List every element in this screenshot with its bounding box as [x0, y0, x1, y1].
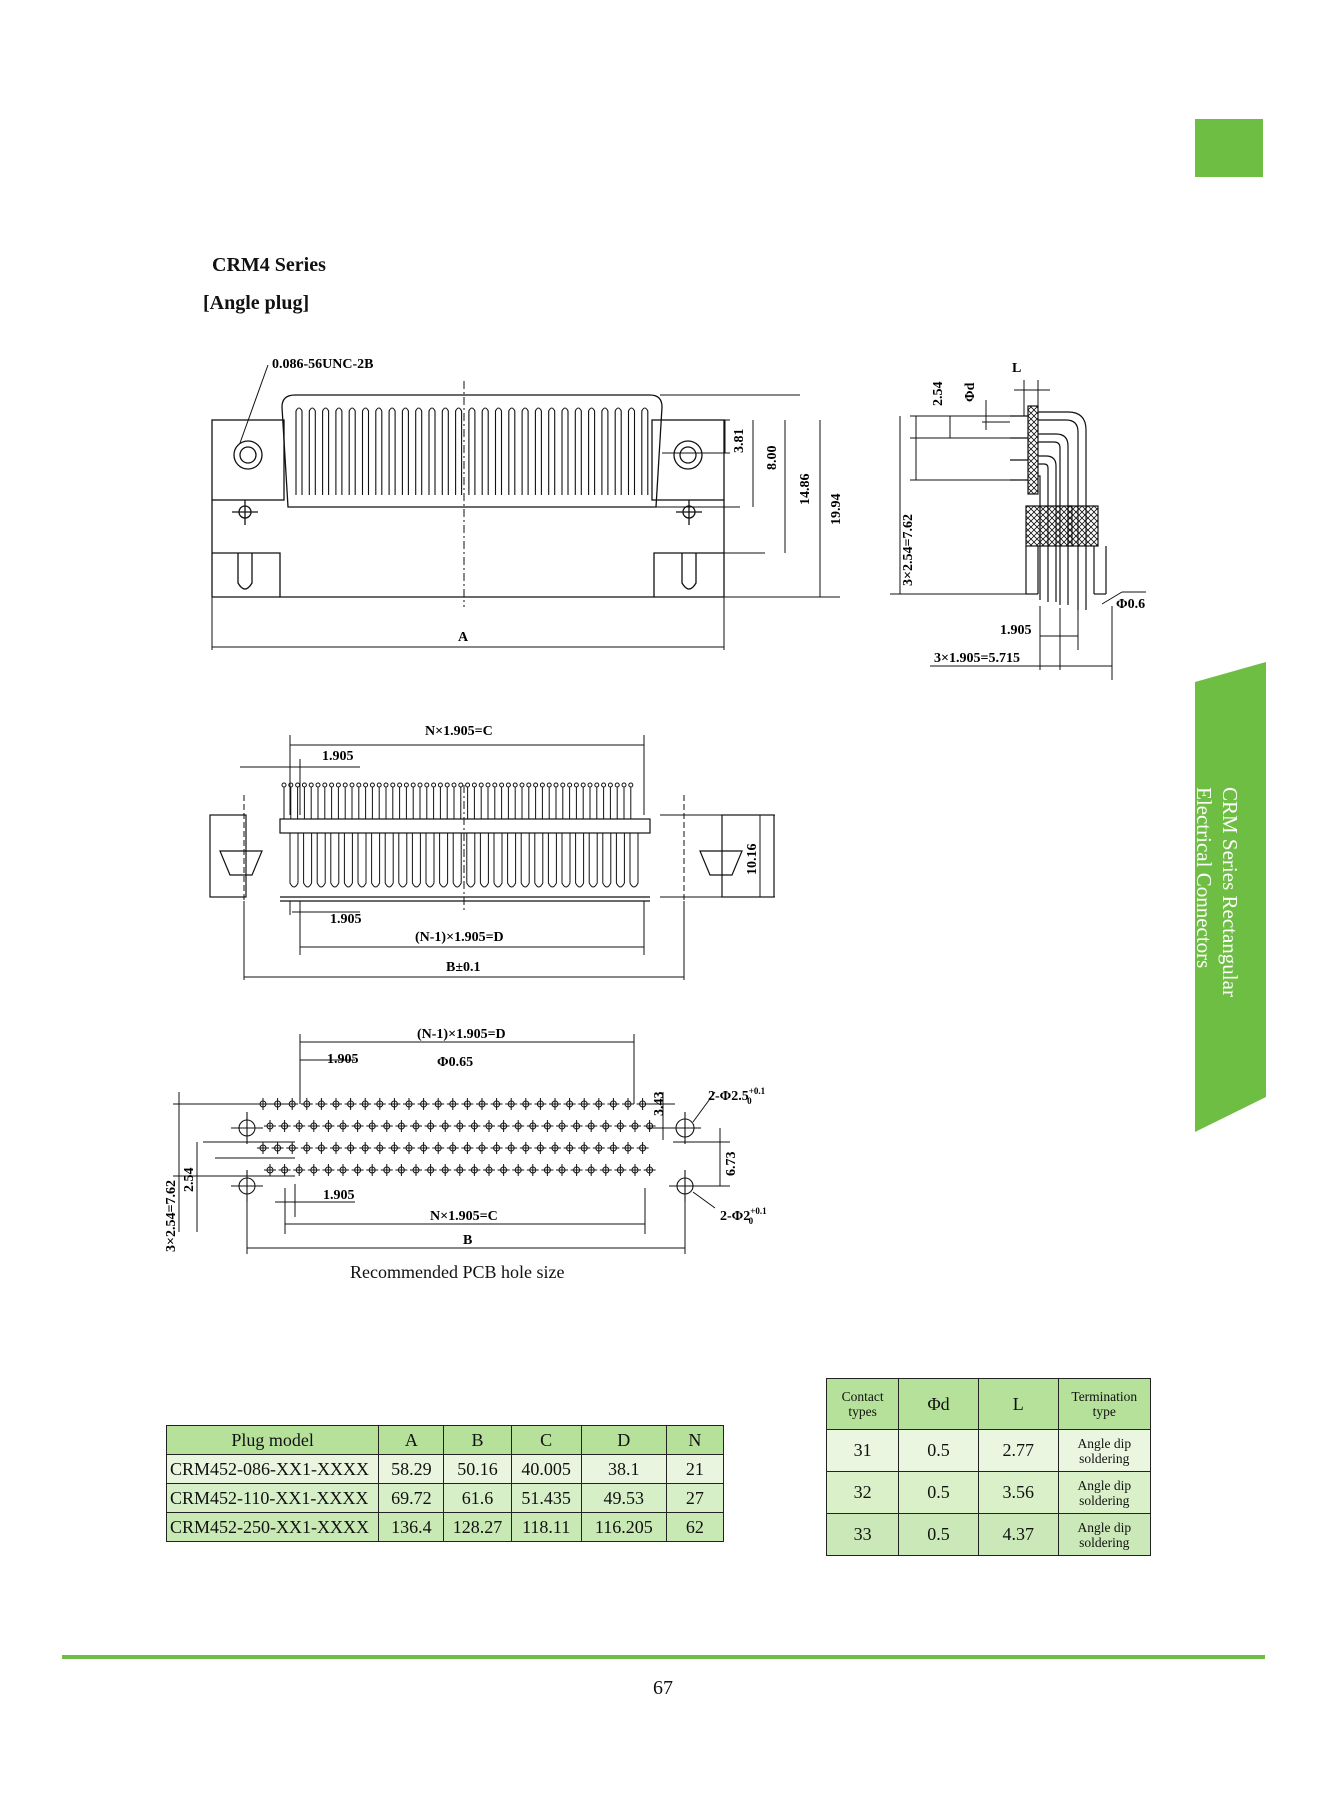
dim-1486: 14.86 — [798, 474, 813, 506]
table-cell: 49.53 — [580, 1483, 667, 1513]
table-header: B — [443, 1425, 512, 1455]
table-cell: 3.56 — [977, 1471, 1059, 1514]
side-dim-1905: 1.905 — [1000, 623, 1032, 638]
table-cell: 21 — [665, 1454, 725, 1484]
table-cell: Angle dip soldering — [1057, 1429, 1152, 1472]
table-cell: 38.1 — [580, 1454, 667, 1484]
table-cell: 51.435 — [510, 1483, 582, 1513]
side-band — [1195, 662, 1266, 1132]
table-row: CRM452-250-XX1-XXXX 136.4 128.27 118.11 … — [165, 1512, 725, 1542]
table-cell: 2.77 — [977, 1429, 1059, 1472]
table-header: A — [378, 1425, 445, 1455]
dim-800: 8.00 — [765, 446, 780, 471]
bottom-dim-b: B±0.1 — [446, 960, 481, 975]
table-header: Φd — [898, 1378, 979, 1430]
table-header-row: Contact types Φd L Termination type — [825, 1378, 1152, 1430]
side-view-drawing: 2.54 Φd L 3×2.54=7.62 Φ0.6 1.905 3×1.905… — [890, 361, 1146, 680]
table-cell: 69.72 — [378, 1483, 445, 1513]
side-dim-l: L — [1012, 361, 1021, 376]
table-cell: Angle dip soldering — [1057, 1513, 1152, 1556]
side-band-line2: Electrical Connectors — [1192, 787, 1216, 969]
table-cell: CRM452-110-XX1-XXXX — [165, 1483, 380, 1513]
bottom-view-drawing: N×1.905=C 1.905 10.16 1.905 (N-1)×1.905=… — [209, 724, 775, 980]
table-cell: 27 — [665, 1483, 725, 1513]
table-cell: 32 — [825, 1471, 900, 1514]
side-dim-5715: 3×1.905=5.715 — [934, 651, 1020, 666]
dim-381: 3.81 — [732, 429, 747, 454]
bottom-dim-1905-bottom: 1.905 — [330, 912, 362, 927]
table-cell: 0.5 — [898, 1513, 979, 1556]
pcb-dim-254: 2.54 — [182, 1168, 197, 1193]
plug-model-table: Plug model A B C D N CRM452-086-XX1-XXXX… — [165, 1425, 725, 1542]
side-band-line1: CRM Series Rectangular — [1218, 787, 1242, 997]
table-header: L — [977, 1378, 1059, 1430]
pcb-caption: Recommended PCB hole size — [350, 1262, 565, 1282]
table-header: Contact types — [825, 1378, 900, 1430]
pcb-dim-phi065: Φ0.65 — [437, 1055, 473, 1070]
pcb-dim-b: B — [463, 1233, 472, 1248]
side-dim-254: 2.54 — [931, 382, 946, 407]
table-cell: 40.005 — [510, 1454, 582, 1484]
table-row: 33 0.5 4.37 Angle dip soldering — [825, 1513, 1152, 1556]
table-header: Plug model — [165, 1425, 380, 1455]
dim-a: A — [458, 630, 469, 645]
table-cell: 118.11 — [510, 1512, 582, 1542]
contact-type-table: Contact types Φd L Termination type 31 0… — [825, 1378, 1152, 1556]
side-dim-762: 3×2.54=7.62 — [901, 514, 916, 586]
table-cell: 128.27 — [443, 1512, 512, 1542]
pcb-dim-343: 3.43 — [652, 1092, 667, 1117]
series-title: CRM4 Series — [212, 254, 326, 276]
bottom-dim-1016: 10.16 — [745, 844, 760, 876]
corner-tab — [1195, 119, 1263, 177]
pcb-dim-762: 3×2.54=7.62 — [164, 1180, 179, 1252]
pcb-dim-d: (N-1)×1.905=D — [417, 1027, 506, 1042]
table-cell: 61.6 — [443, 1483, 512, 1513]
table-header-row: Plug model A B C D N — [165, 1425, 725, 1455]
front-view-drawing: 0.086-56UNC-2B A 3.81 8.00 14.86 19.94 — [211, 357, 844, 650]
table-cell: 4.37 — [977, 1513, 1059, 1556]
table-cell: 0.5 — [898, 1429, 979, 1472]
table-cell: 62 — [665, 1512, 725, 1542]
pcb-dim-c: N×1.905=C — [430, 1209, 498, 1224]
side-dim-phi06: Φ0.6 — [1116, 597, 1145, 612]
table-cell: 50.16 — [443, 1454, 512, 1484]
table-cell: Angle dip soldering — [1057, 1471, 1152, 1514]
table-header: D — [580, 1425, 667, 1455]
table-header: C — [510, 1425, 582, 1455]
table-row: CRM452-086-XX1-XXXX 58.29 50.16 40.005 3… — [165, 1454, 725, 1484]
table-cell: 31 — [825, 1429, 900, 1472]
table-header: Termination type — [1057, 1378, 1152, 1430]
bottom-dim-1905-top: 1.905 — [322, 749, 354, 764]
table-cell: 136.4 — [378, 1512, 445, 1542]
table-cell: CRM452-086-XX1-XXXX — [165, 1454, 380, 1484]
dim-1994: 19.94 — [829, 494, 844, 526]
side-band-label: CRM Series Rectangular Electrical Connec… — [1192, 787, 1268, 1017]
table-row: CRM452-110-XX1-XXXX 69.72 61.6 51.435 49… — [165, 1483, 725, 1513]
table-cell: 0.5 — [898, 1471, 979, 1514]
bottom-dim-d: (N-1)×1.905=D — [415, 930, 504, 945]
page-number: 67 — [653, 1677, 673, 1699]
section-subtitle: [Angle plug] — [203, 292, 310, 314]
table-header: N — [665, 1425, 725, 1455]
thread-label: 0.086-56UNC-2B — [272, 357, 374, 372]
bottom-dim-c: N×1.905=C — [425, 724, 493, 739]
table-row: 32 0.5 3.56 Angle dip soldering — [825, 1471, 1152, 1514]
side-dim-phid: Φd — [963, 382, 978, 402]
table-cell: 33 — [825, 1513, 900, 1556]
pcb-dim-1905-top: 1.905 — [327, 1052, 359, 1067]
table-cell: 116.205 — [580, 1512, 667, 1542]
table-row: 31 0.5 2.77 Angle dip soldering — [825, 1429, 1152, 1472]
table-cell: 58.29 — [378, 1454, 445, 1484]
footer-rule — [62, 1655, 1265, 1659]
table-cell: CRM452-250-XX1-XXXX — [165, 1512, 380, 1542]
pcb-dim-673: 6.73 — [724, 1152, 739, 1177]
pcb-dim-1905-bottom: 1.905 — [323, 1188, 355, 1203]
